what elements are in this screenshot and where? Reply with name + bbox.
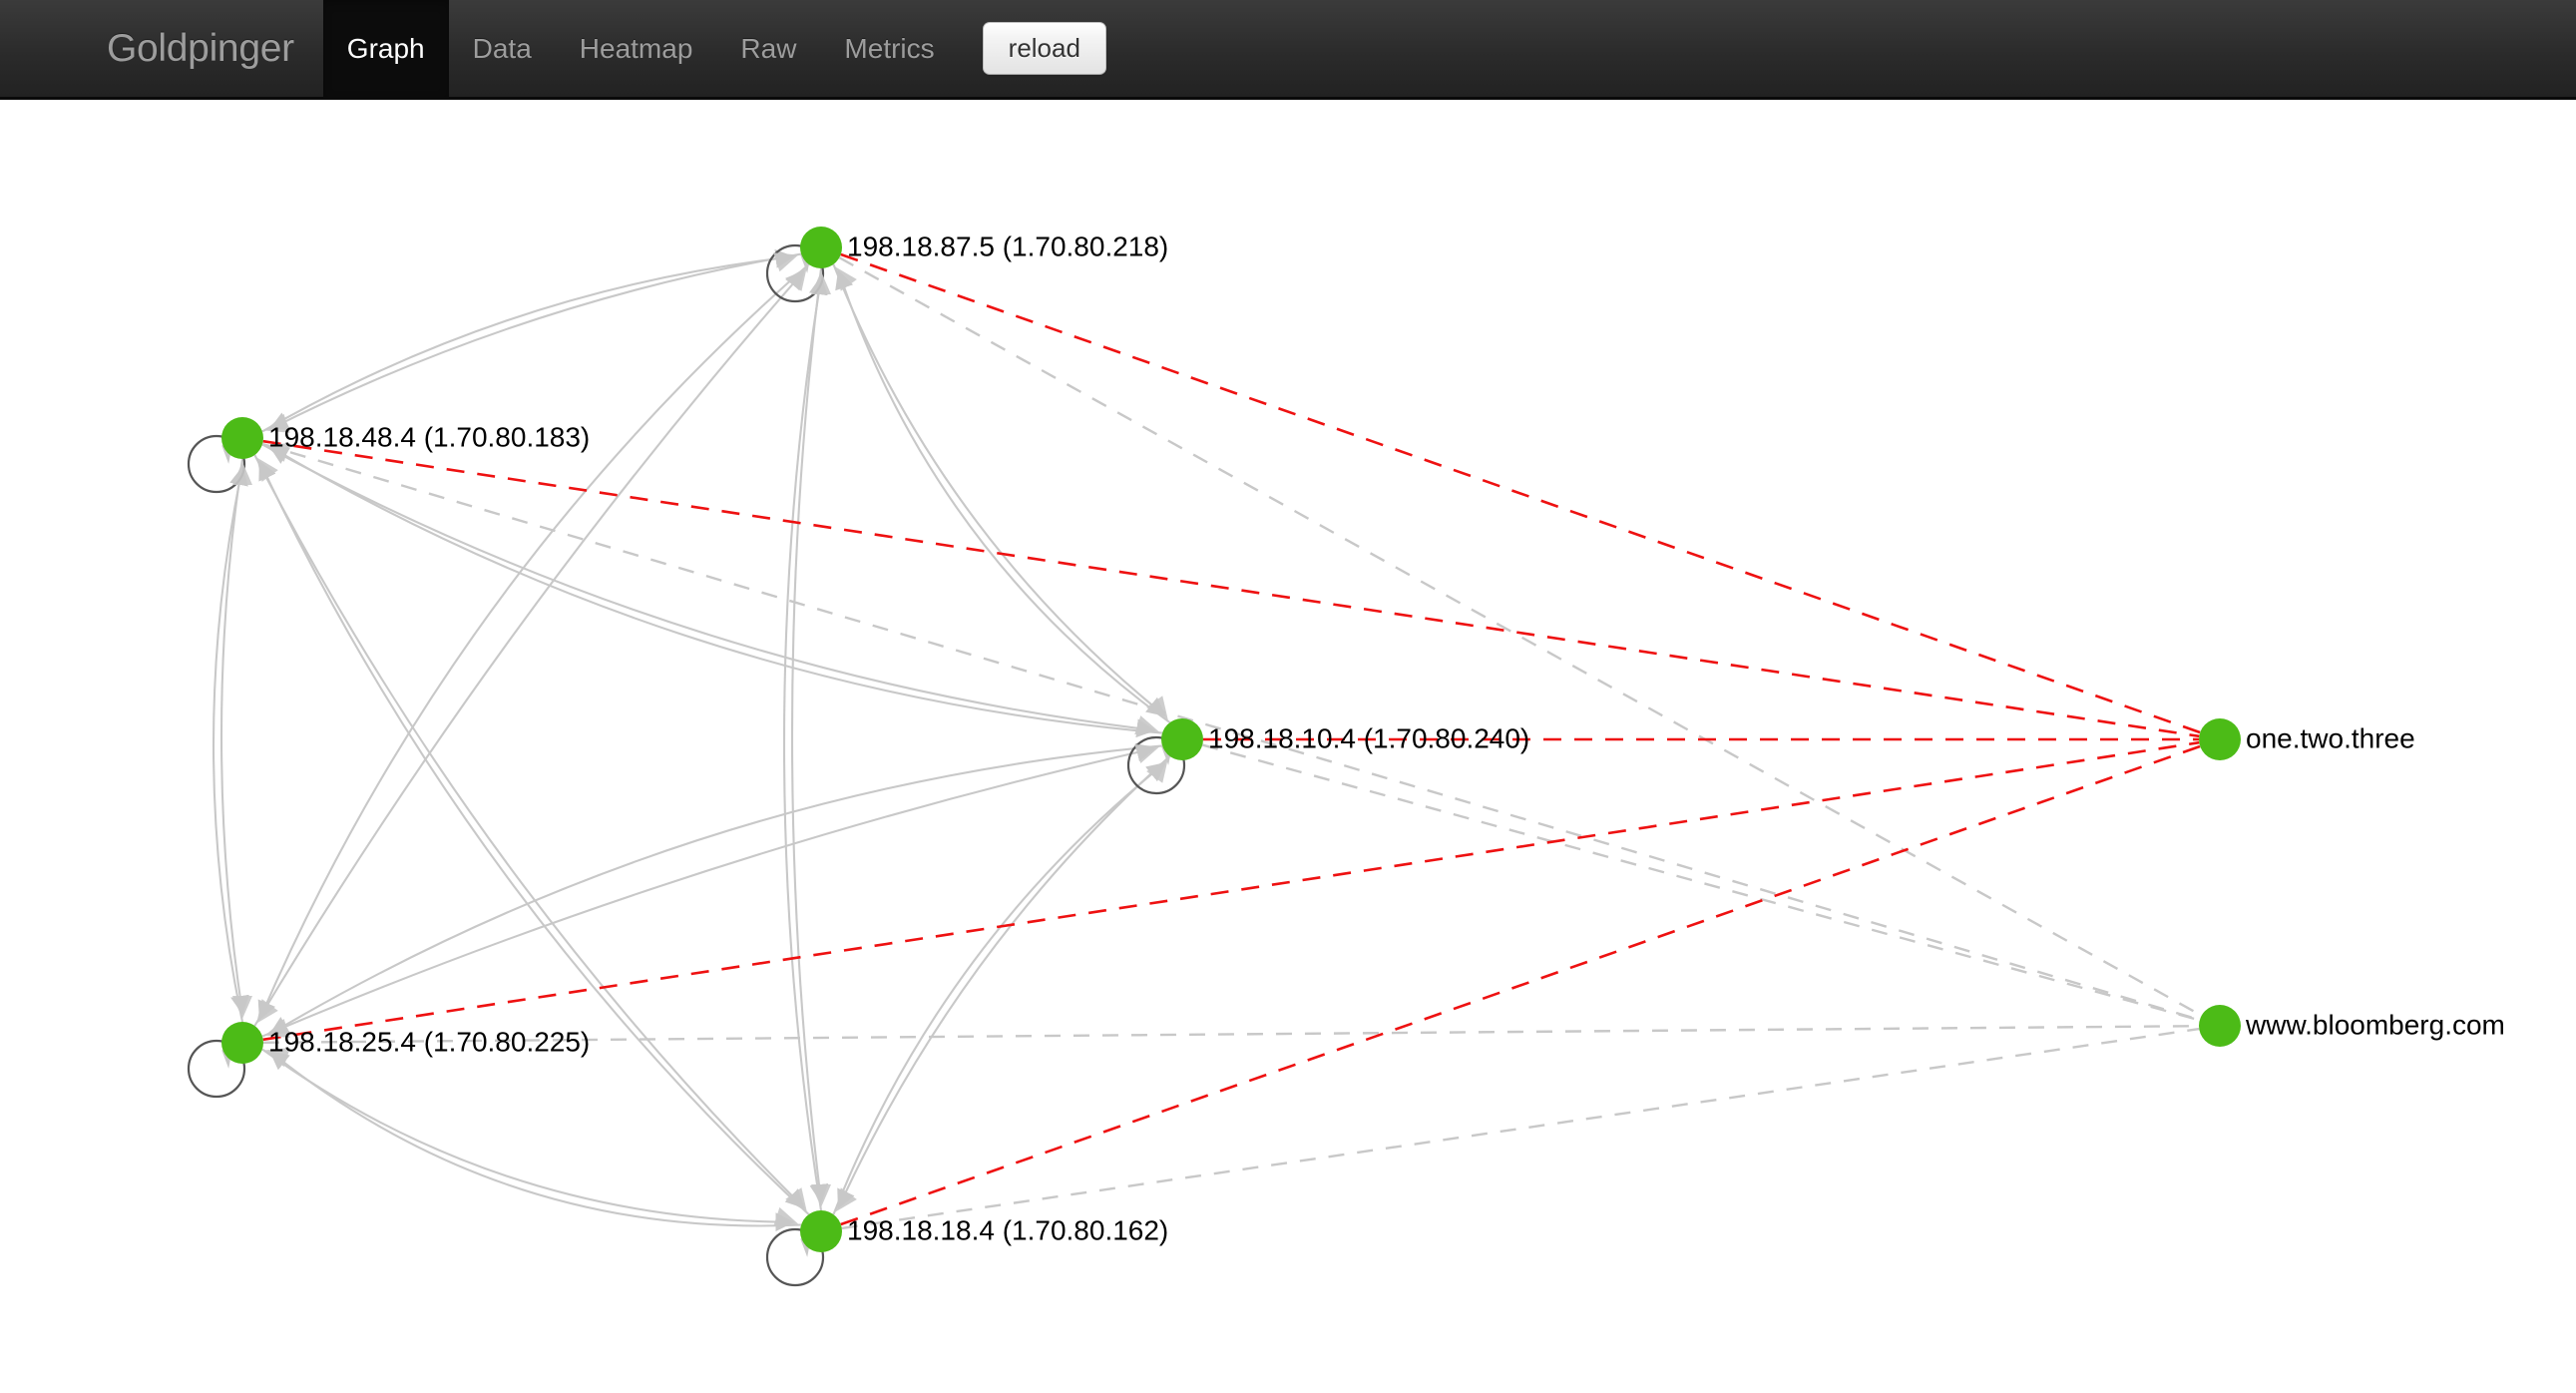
tab-raw[interactable]: Raw (740, 32, 797, 64)
incoming-arrowhead (264, 442, 290, 462)
incoming-arrowhead (785, 1187, 807, 1212)
node-label: 198.18.25.4 (1.70.80.225) (268, 1026, 590, 1057)
external-target-node[interactable]: www.bloomberg.com (2199, 1005, 2241, 1047)
external-target-node[interactable]: one.two.three (2199, 718, 2241, 760)
incoming-arrowhead (811, 271, 831, 294)
cluster-edge (261, 742, 1156, 1038)
cluster-edge (832, 263, 1166, 717)
incoming-arrowhead (1146, 758, 1168, 783)
incoming-arrowhead (264, 1048, 290, 1068)
probe-edge-error (840, 744, 2201, 1226)
incoming-arrowhead (835, 1187, 857, 1212)
cluster-edge (832, 761, 1166, 1215)
probe-edge-ok (1201, 743, 2201, 1022)
nodes-layer: 198.18.87.5 (1.70.80.218) 198.18.48.4 (1.… (221, 227, 2241, 1252)
node-label: 198.18.87.5 (1.70.80.218) (847, 231, 1168, 261)
probe-edge-ok (262, 1024, 2200, 1045)
tab-graph[interactable]: Graph (322, 0, 449, 97)
cluster-edge (212, 466, 248, 1023)
top-navbar: Goldpinger Graph Data Heatmap Raw Metric… (0, 0, 2576, 100)
cluster-edge (837, 755, 1171, 1209)
self-loop-edge (765, 1227, 825, 1287)
probe-edges-gray-layer (261, 256, 2203, 1230)
probe-edge-error (262, 439, 2200, 738)
cluster-node[interactable]: 198.18.25.4 (1.70.80.225) (221, 1022, 263, 1064)
probe-edge-ok (841, 1027, 2200, 1230)
node-label: 198.18.10.4 (1.70.80.240) (1208, 722, 1529, 753)
cluster-edge (782, 275, 828, 1211)
tab-heatmap[interactable]: Heatmap (579, 32, 693, 64)
tab-metrics[interactable]: Metrics (844, 32, 935, 64)
incoming-arrowhead (811, 1184, 831, 1207)
incoming-arrowhead (835, 266, 857, 291)
cluster-node[interactable]: 198.18.10.4 (1.70.80.240) (1161, 718, 1203, 760)
incoming-arrowhead (1146, 696, 1168, 720)
cluster-edge (790, 267, 829, 1203)
cluster-edge (261, 248, 795, 433)
reload-button[interactable]: reload (982, 22, 1106, 75)
probe-edge-ok (261, 442, 2201, 1022)
node-label: www.bloomberg.com (2245, 1009, 2505, 1040)
cluster-edge (257, 263, 810, 1021)
cluster-edge (261, 1048, 795, 1232)
incoming-arrowhead (785, 266, 807, 291)
self-loop-edges-layer (187, 243, 1186, 1287)
incoming-arrowhead (264, 1019, 290, 1039)
cluster-edge (219, 458, 249, 1015)
graph-canvas[interactable]: 198.18.87.5 (1.70.80.218) 198.18.48.4 (1.… (0, 103, 2576, 1393)
incoming-arrowhead (1134, 715, 1160, 735)
cluster-node[interactable]: 198.18.87.5 (1.70.80.218) (800, 227, 842, 268)
cluster-edge (258, 460, 810, 1215)
incoming-arrowhead (256, 457, 278, 482)
cluster-edge (835, 269, 1171, 723)
node-labels-layer: 198.18.87.5 (1.70.80.218) 198.18.48.4 (1.… (268, 231, 2505, 1245)
tab-data[interactable]: Data (472, 32, 532, 64)
self-loop-edge (187, 434, 246, 494)
incoming-arrowhead (773, 252, 799, 272)
probe-edge-error (840, 252, 2201, 734)
cluster-edge (261, 443, 1156, 738)
cluster-edge (268, 744, 1163, 1035)
node-label: one.two.three (2246, 722, 2415, 753)
self-loop-edge (187, 1039, 246, 1099)
incoming-arrowhead (264, 413, 290, 433)
incoming-arrowhead (256, 999, 278, 1024)
node-label: 198.18.18.4 (1.70.80.162) (847, 1214, 1168, 1245)
cluster-edge (253, 454, 805, 1209)
incoming-arrowhead (1134, 743, 1160, 763)
cluster-edge (253, 269, 805, 1027)
incoming-arrowhead (232, 462, 252, 485)
self-loop-edge (1126, 735, 1186, 795)
cluster-edge (269, 1051, 802, 1227)
incoming-arrowhead (773, 1206, 799, 1226)
node-label: 198.18.48.4 (1.70.80.183) (268, 421, 590, 452)
brand-goldpinger[interactable]: Goldpinger (107, 26, 294, 70)
probe-edge-error (262, 740, 2200, 1042)
network-graph-svg[interactable]: 198.18.87.5 (1.70.80.218) 198.18.48.4 (1.… (0, 103, 2576, 1393)
navbar-items-container: Goldpinger Graph Data Heatmap Raw Metric… (78, 0, 1130, 97)
incoming-arrowhead (232, 996, 252, 1019)
cluster-edge (268, 446, 1163, 734)
probe-edges-red-layer (262, 252, 2201, 1226)
reload-button-wrapper: reload (959, 0, 1130, 97)
cluster-edges-layer (212, 248, 1171, 1232)
self-loop-edge (765, 243, 825, 303)
cluster-edge (268, 252, 802, 430)
cluster-node[interactable]: 198.18.48.4 (1.70.80.183) (221, 417, 263, 459)
cluster-node[interactable]: 198.18.18.4 (1.70.80.162) (800, 1210, 842, 1252)
probe-edge-ok (838, 256, 2203, 1017)
